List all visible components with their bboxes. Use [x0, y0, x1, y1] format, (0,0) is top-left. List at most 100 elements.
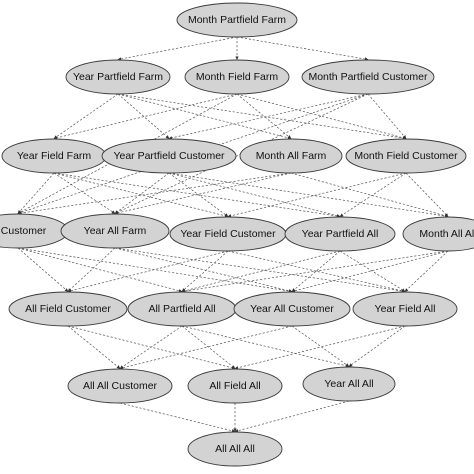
- node-ellipse: [345, 138, 467, 174]
- node-label: Year Field Farm: [17, 150, 92, 162]
- node-n1: Month Partfield Farm: [176, 2, 298, 38]
- node-ellipse: [176, 2, 298, 38]
- edge-n13-n15: [181, 250, 449, 293]
- edge-n7-n9: [17, 172, 292, 215]
- node-label: All Partfield All: [148, 303, 215, 315]
- node-ellipse: [233, 291, 351, 327]
- edge-n18-n21: [119, 402, 236, 433]
- node-label: Year All All: [324, 378, 373, 390]
- edge-n5-n11: [53, 172, 229, 218]
- edge-n12-n17: [339, 250, 406, 292]
- edge-n11-n14: [67, 250, 229, 293]
- edge-n10-n14: [67, 247, 116, 292]
- node-n21: All All All: [187, 431, 283, 467]
- edge-n1-n2: [117, 36, 238, 61]
- node-n18: All All Customer: [67, 368, 173, 404]
- edge-n6-n12: [168, 172, 341, 218]
- node-ellipse: [284, 216, 396, 252]
- edge-n17-n19: [234, 325, 406, 370]
- edge-n16-n20: [291, 325, 350, 367]
- node-n17: Year Field All: [352, 291, 458, 327]
- edge-n15-n19: [181, 325, 236, 369]
- node-label: All All Customer: [83, 380, 158, 392]
- edge-n8-n12: [339, 172, 407, 217]
- node-n13: Month All All: [402, 216, 474, 252]
- node-label: Year Field All: [375, 303, 436, 315]
- edge-n9-n15: [17, 247, 183, 293]
- edge-n9-n14: [17, 247, 69, 292]
- node-label: Year Field Customer: [180, 228, 276, 240]
- node-n10: Year All Farm: [60, 213, 170, 249]
- node-label: Month All Farm: [256, 150, 327, 162]
- edge-n13-n16: [291, 250, 449, 293]
- edge-n6-n11: [168, 172, 229, 217]
- node-label: Year Partfield All: [302, 228, 379, 240]
- edge-n2-n8: [117, 93, 407, 140]
- edge-n6-n10: [114, 172, 170, 214]
- edge-n10-n17: [114, 247, 406, 293]
- node-label: ld Customer: [0, 225, 47, 237]
- edge-n12-n16: [291, 250, 341, 292]
- edge-n4-n10: [114, 93, 369, 214]
- node-label: Year Partfield Customer: [113, 150, 225, 162]
- node-ellipse: [402, 216, 474, 252]
- node-n16: Year All Customer: [233, 291, 351, 327]
- edge-n6-n13: [168, 172, 449, 218]
- node-n12: Year Partfield All: [284, 216, 396, 252]
- node-n4: Month Partfield Customer: [301, 59, 435, 95]
- edge-n9-n16: [17, 247, 293, 293]
- edge-n4-n8: [367, 93, 407, 139]
- node-label: Month Partfield Customer: [308, 71, 428, 83]
- edge-n17-n20: [348, 325, 406, 367]
- node-n7: Month All Farm: [239, 138, 343, 174]
- node-n9: ld Customer: [0, 213, 69, 249]
- edge-n7-n13: [290, 172, 449, 218]
- node-n8: Month Field Customer: [345, 138, 467, 174]
- node-n14: All Field Customer: [8, 291, 128, 327]
- node-ellipse: [239, 138, 343, 174]
- node-ellipse: [301, 59, 435, 95]
- node-label: Month Partfield Farm: [188, 14, 286, 26]
- node-label: Month All All: [419, 228, 474, 240]
- node-label: All Field Customer: [25, 303, 111, 315]
- node-ellipse: [352, 291, 458, 327]
- node-ellipse: [67, 368, 173, 404]
- node-n15: All Partfield All: [127, 291, 237, 327]
- edge-n12-n15: [181, 250, 341, 293]
- edge-n15-n18: [119, 325, 183, 369]
- edge-n13-n17: [404, 250, 449, 292]
- node-n19: All Field All: [187, 368, 283, 404]
- node-n20: Year All All: [302, 366, 396, 402]
- edge-n2-n7: [117, 93, 292, 140]
- edge-n7-n10: [114, 172, 292, 215]
- node-ellipse: [101, 138, 237, 174]
- edge-n8-n13: [405, 172, 449, 217]
- node-n5: Year Field Farm: [1, 138, 107, 174]
- edge-n1-n4: [236, 36, 369, 61]
- node-ellipse: [302, 366, 396, 402]
- edge-n2-n5: [53, 93, 119, 139]
- node-label: All Field All: [209, 380, 260, 392]
- edge-n20-n21: [234, 400, 350, 433]
- edge-n5-n10: [53, 172, 116, 214]
- node-label: All All All: [215, 443, 255, 455]
- node-n11: Year Field Customer: [169, 216, 287, 252]
- edges-layer: [17, 36, 449, 433]
- node-ellipse: [65, 59, 171, 95]
- edge-n3-n7: [236, 93, 292, 139]
- edge-n2-n6: [117, 93, 170, 139]
- node-label: Year All Customer: [250, 303, 334, 315]
- edge-n14-n18: [67, 325, 121, 369]
- edge-n5-n9: [17, 172, 55, 214]
- edge-n8-n11: [227, 172, 407, 218]
- edge-n3-n8: [236, 93, 407, 140]
- node-label: Month Field Farm: [196, 71, 279, 83]
- edge-n3-n5: [53, 93, 238, 140]
- node-n6: Year Partfield Customer: [101, 138, 237, 174]
- node-ellipse: [60, 213, 170, 249]
- edge-n4-n6: [168, 93, 369, 140]
- node-ellipse: [187, 368, 283, 404]
